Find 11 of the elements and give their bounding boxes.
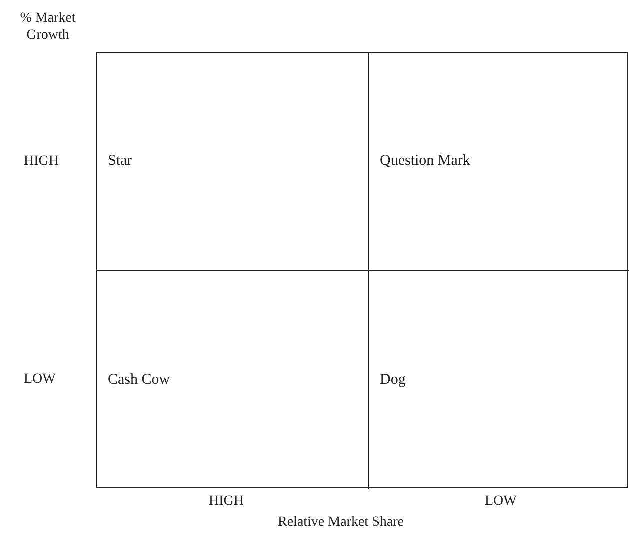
matrix-quadrant bbox=[97, 53, 369, 271]
quadrant-label: Cash Cow bbox=[108, 372, 170, 388]
quadrant-label: Star bbox=[108, 153, 132, 170]
axis-title: % Market Growth bbox=[19, 10, 77, 44]
axis-title: Relative Market Share bbox=[278, 514, 404, 531]
quadrant-label: Dog bbox=[380, 372, 406, 388]
axis-level-label: HIGH bbox=[24, 153, 59, 170]
axis-level-label: HIGH bbox=[209, 493, 244, 510]
axis-level-label: LOW bbox=[485, 493, 517, 510]
axis-level-label: LOW bbox=[24, 371, 56, 388]
quadrant-label: Question Mark bbox=[380, 153, 470, 170]
